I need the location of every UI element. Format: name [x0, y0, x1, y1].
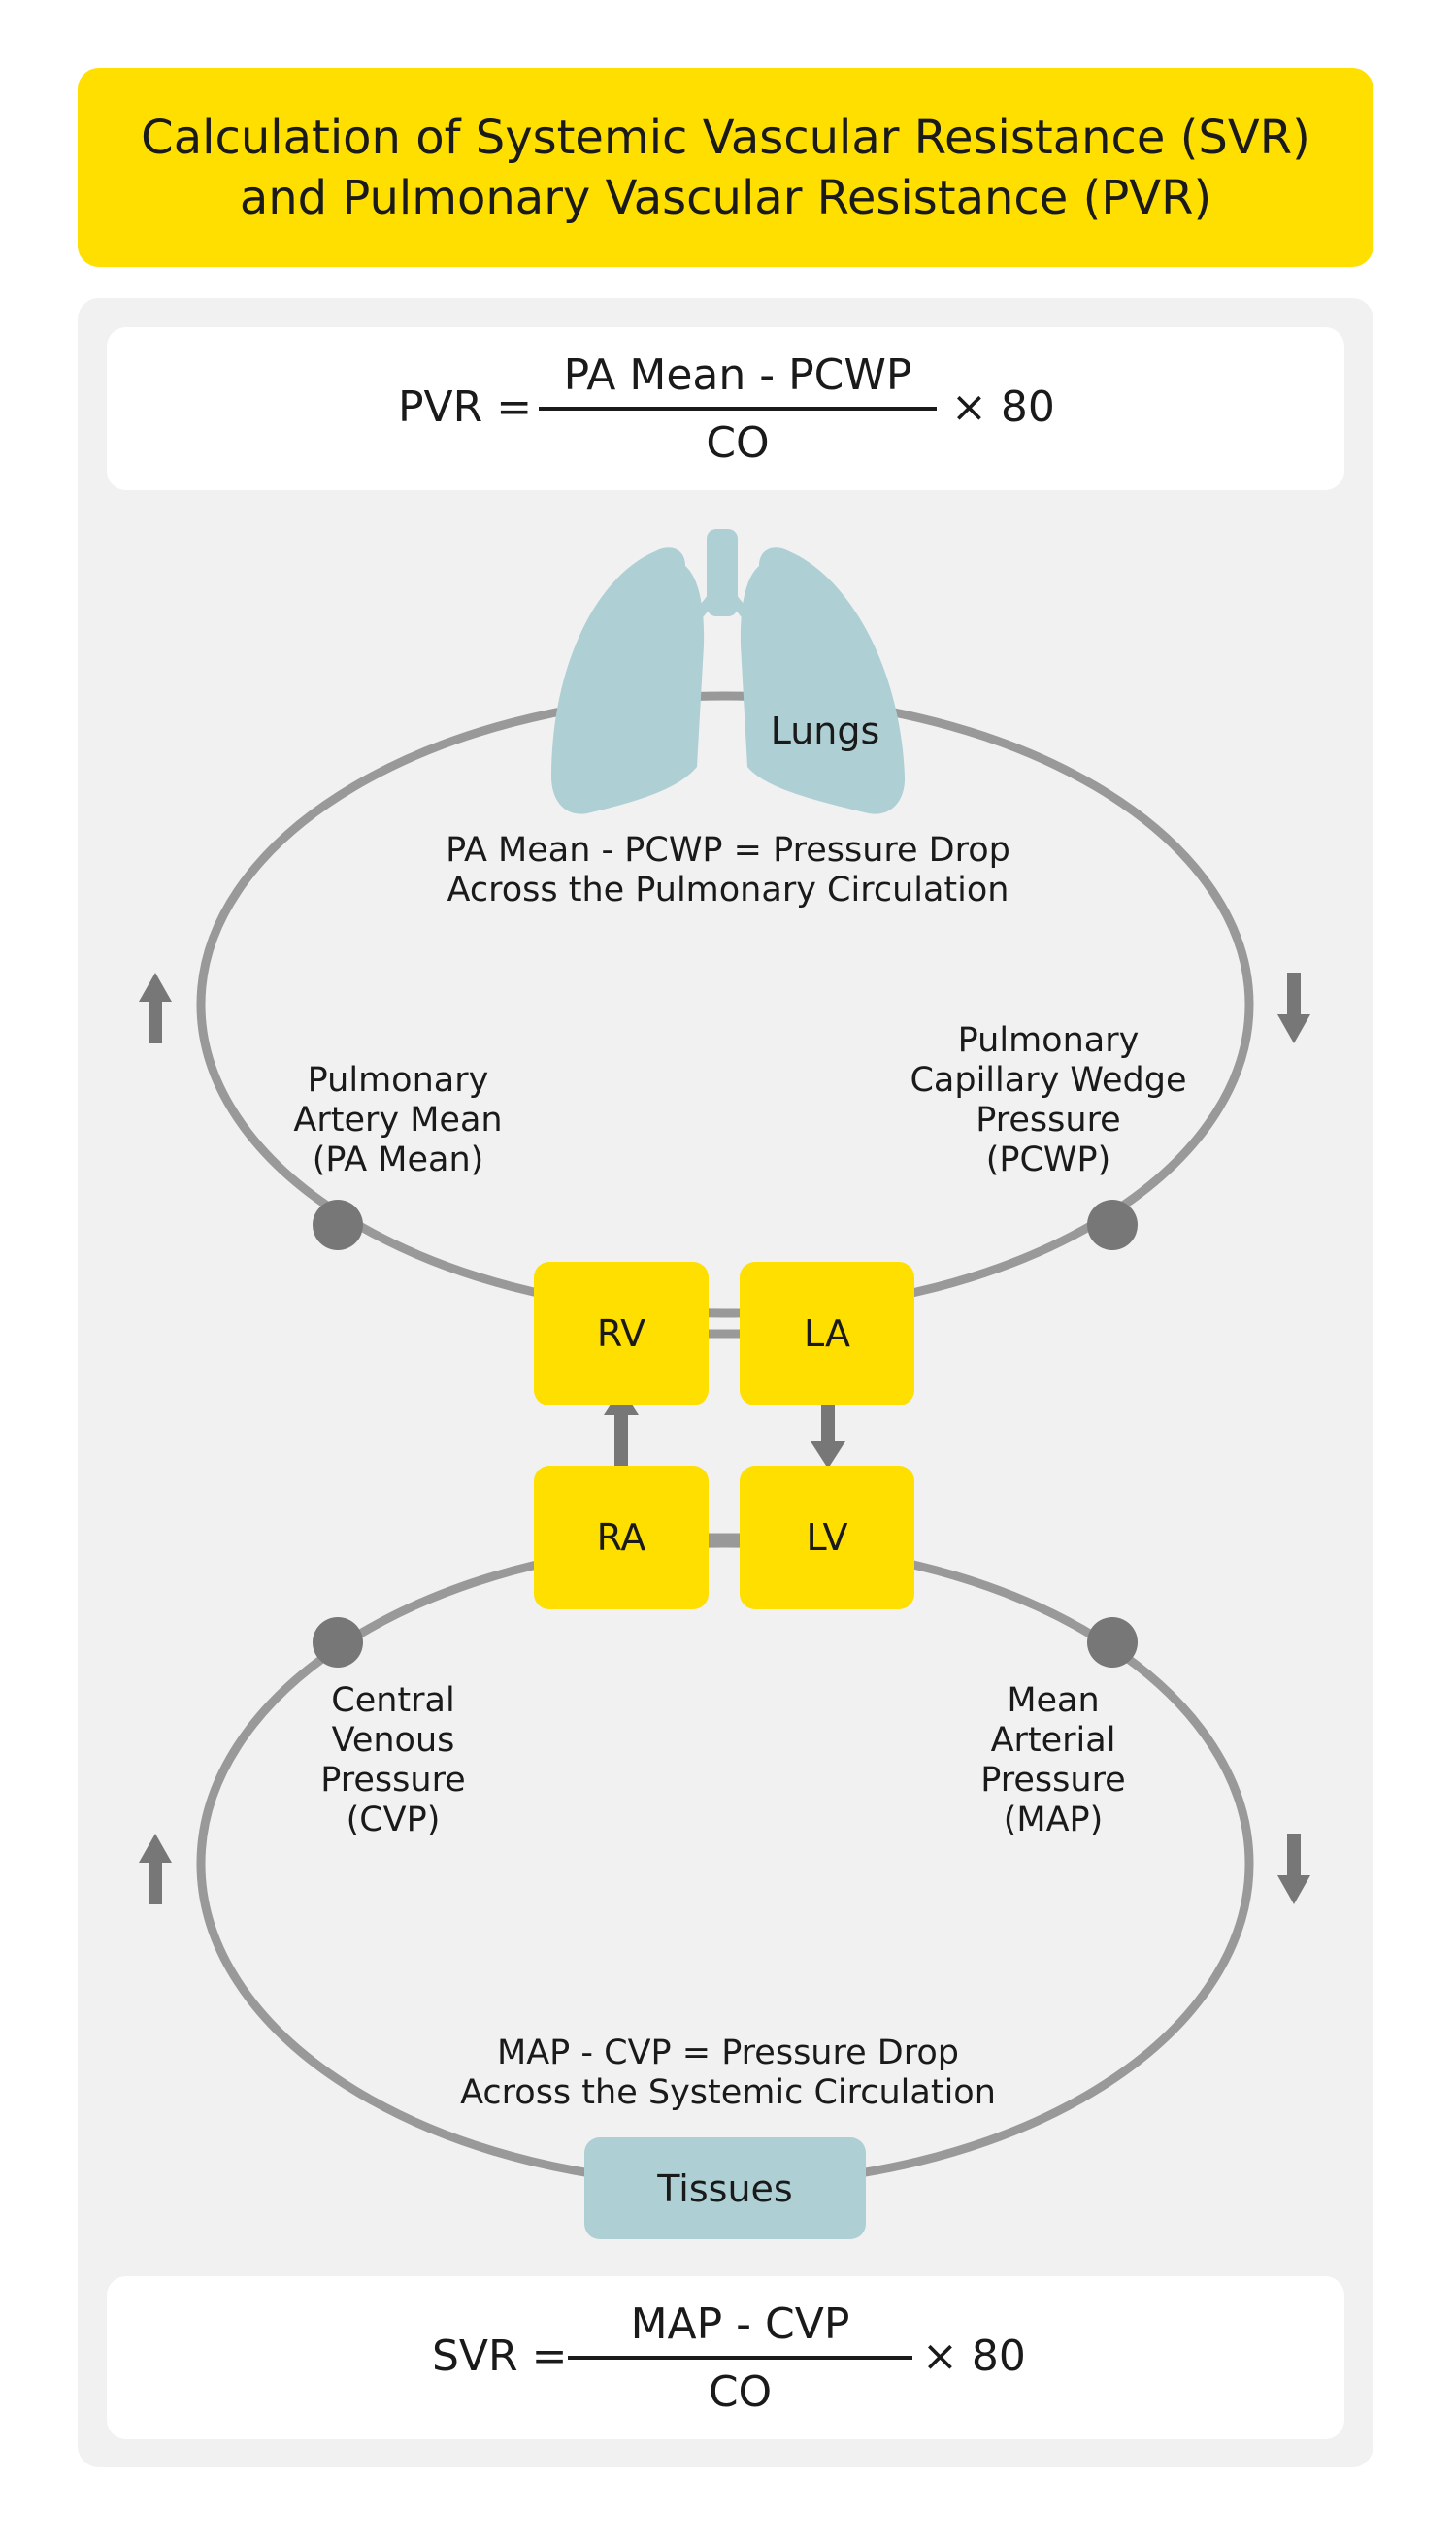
map-label-4: (MAP)	[1003, 1801, 1104, 1839]
arrow-down-icon	[1277, 973, 1310, 1043]
pa-mean-label-3: (PA Mean)	[312, 1141, 484, 1179]
pcwp-label-2: Capillary Wedge	[910, 1061, 1187, 1100]
pulmonary-drop-line-1: PA Mean - PCWP = Pressure Drop	[446, 831, 1010, 870]
pulmonary-drop-line-2: Across the Pulmonary Circulation	[447, 871, 1009, 909]
cvp-label-2: Venous	[331, 1721, 455, 1760]
pcwp-label-1: Pulmonary	[957, 1021, 1140, 1060]
title-banner: Calculation of Systemic Vascular Resista…	[78, 68, 1373, 267]
pvr-numerator: PA Mean - PCWP	[563, 350, 912, 400]
la-chamber: LA	[740, 1262, 914, 1405]
svr-denominator: CO	[708, 2367, 773, 2417]
pcwp-label-4: (PCWP)	[985, 1141, 1111, 1179]
svr-numerator: MAP - CVP	[630, 2299, 850, 2349]
pa-mean-label-2: Artery Mean	[293, 1101, 503, 1140]
lungs-icon	[551, 529, 906, 814]
svr-fraction-bar	[568, 2356, 912, 2360]
cvp-node	[313, 1617, 363, 1668]
lungs-label: Lungs	[770, 710, 880, 752]
arrow-down-icon	[1277, 1834, 1310, 1904]
pvr-denominator: CO	[706, 418, 770, 468]
systemic-drop-line-1: MAP - CVP = Pressure Drop	[497, 2033, 959, 2072]
title-line-2: and Pulmonary Vascular Resistance (PVR)	[239, 170, 1212, 225]
ra-chamber: RA	[534, 1466, 709, 1609]
systemic-drop-line-2: Across the Systemic Circulation	[460, 2073, 996, 2112]
lv-chamber: LV	[740, 1466, 914, 1609]
cvp-label-1: Central	[331, 1681, 455, 1720]
diagram-panel	[78, 298, 1373, 2467]
cvp-label-3: Pressure	[320, 1761, 466, 1800]
pvr-multiplier: × 80	[951, 382, 1055, 432]
svr-multiplier: × 80	[922, 2331, 1026, 2381]
arrow-up-icon	[139, 1834, 172, 1904]
svr-label: SVR =	[432, 2331, 568, 2381]
rv-chamber: RV	[534, 1262, 709, 1405]
pvr-label: PVR =	[398, 382, 533, 432]
map-node	[1087, 1617, 1138, 1668]
map-label-3: Pressure	[980, 1761, 1126, 1800]
pcwp-label-3: Pressure	[976, 1101, 1121, 1140]
map-label-1: Mean	[1007, 1681, 1100, 1720]
arrow-up-icon	[139, 973, 172, 1043]
map-label-2: Arterial	[990, 1721, 1116, 1760]
pvr-fraction-bar	[539, 407, 937, 411]
pa-mean-node	[313, 1200, 363, 1250]
title-line-1: Calculation of Systemic Vascular Resista…	[141, 110, 1310, 165]
cvp-label-4: (CVP)	[346, 1801, 441, 1839]
pcwp-node	[1087, 1200, 1138, 1250]
pulmonary-circuit-loop	[196, 691, 1254, 1318]
pa-mean-label-1: Pulmonary	[307, 1061, 489, 1100]
tissues-box: Tissues	[584, 2137, 866, 2239]
